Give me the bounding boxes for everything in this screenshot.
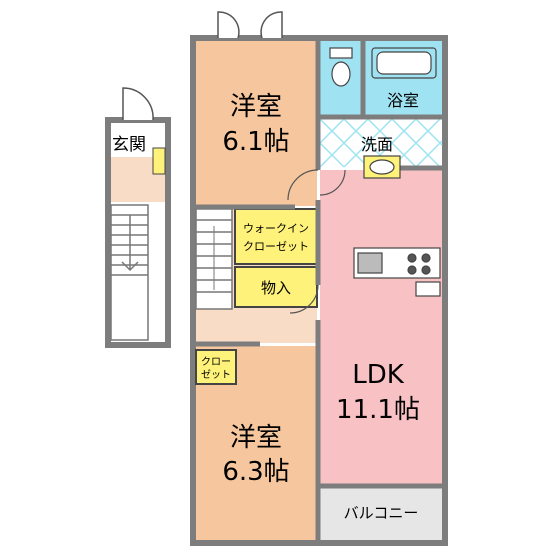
stairs-lower <box>110 204 149 341</box>
room-1-name: 洋室 <box>230 92 282 122</box>
bathroom-label: 浴室 <box>387 91 419 110</box>
washroom-label: 洗面 <box>361 135 393 154</box>
entrance-door-icon <box>122 87 154 121</box>
interior-walls <box>193 38 445 543</box>
bathtub-icon <box>371 47 437 79</box>
walk-in-closet <box>234 208 318 265</box>
balcony-label: バルコニー <box>344 504 419 522</box>
walk-in-closet-label-1: ウォークイン <box>243 222 309 235</box>
room-2-name: 洋室 <box>230 423 282 453</box>
kitchen-counter-icon <box>353 247 441 297</box>
storage-room <box>234 266 318 308</box>
shoe-cabinet <box>152 147 166 175</box>
door-swing-icon <box>287 169 346 314</box>
stairs-upper <box>195 208 233 310</box>
closet-label-1: クロー <box>201 356 231 368</box>
room-1-size: 6.1帖 <box>222 127 289 157</box>
balcony-area <box>320 488 442 540</box>
wash-basin-icon <box>363 155 401 179</box>
room-1-window-door-icon <box>217 11 283 39</box>
western-room-1 <box>196 41 317 206</box>
entrance-label: 玄関 <box>112 135 146 155</box>
ldk-room <box>320 170 442 485</box>
toilet-icon <box>329 47 353 87</box>
entrance-module: 玄関 <box>105 87 171 348</box>
walk-in-closet-label-2: クローゼット <box>243 240 309 253</box>
storage-label: 物入 <box>261 279 291 297</box>
closet <box>195 349 237 385</box>
room-2-size: 6.3帖 <box>222 457 289 487</box>
closet-label-2: ゼット <box>201 369 231 381</box>
ldk-size: 11.1帖 <box>336 395 420 425</box>
ldk-name: LDK <box>352 360 405 390</box>
